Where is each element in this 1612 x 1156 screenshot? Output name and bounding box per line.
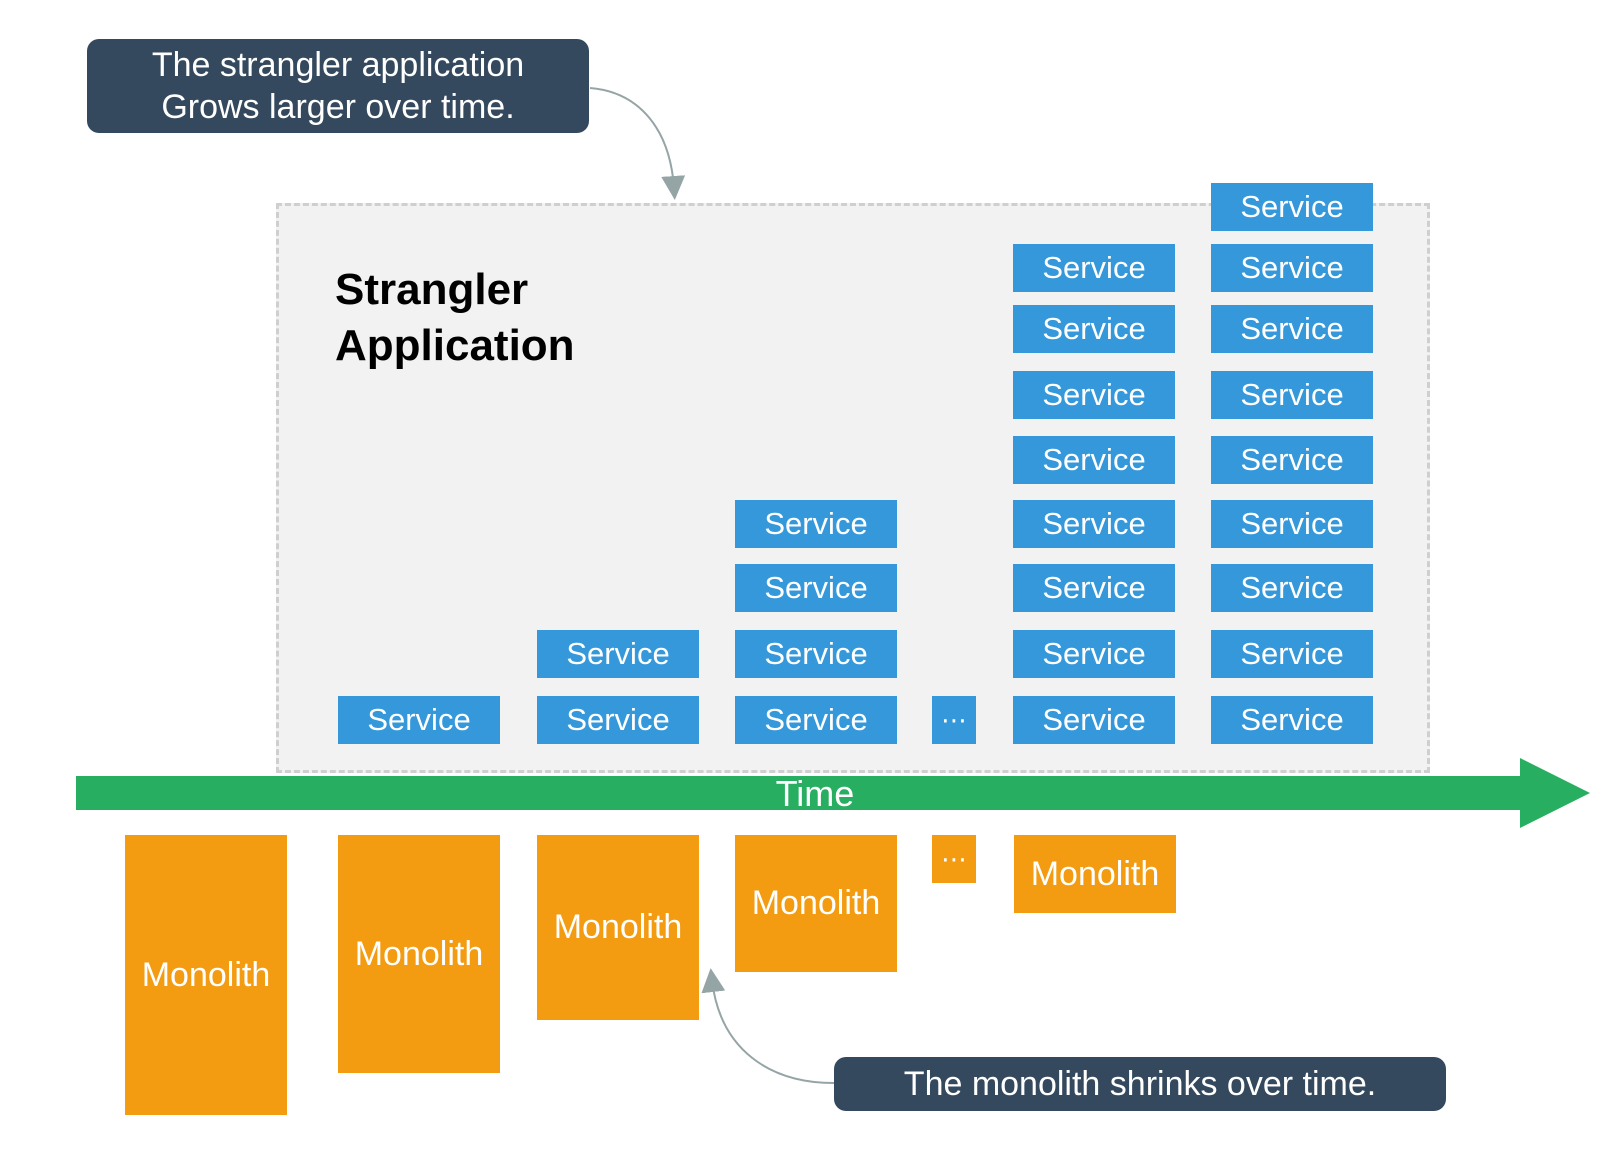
service-block: Service	[1211, 371, 1373, 419]
service-block: Service	[1013, 305, 1175, 353]
service-block: Service	[1211, 244, 1373, 292]
bottom-callout: The monolith shrinks over time.	[834, 1057, 1446, 1111]
time-arrow-shape	[76, 758, 1590, 828]
service-block: Service	[1013, 436, 1175, 484]
service-block: Service	[735, 696, 897, 744]
service-block: Service	[1211, 630, 1373, 678]
service-block: Service	[735, 564, 897, 612]
top-callout-connector	[589, 87, 686, 200]
top-callout-line: Grows larger over time.	[161, 88, 515, 126]
service-block: Service	[1013, 371, 1175, 419]
service-block: Service	[1013, 696, 1175, 744]
time-arrow	[76, 758, 1590, 828]
service-block: Service	[537, 630, 699, 678]
service-block: Service	[338, 696, 500, 744]
service-block: Service	[1013, 564, 1175, 612]
service-block: Service	[1013, 500, 1175, 548]
service-block: Service	[735, 630, 897, 678]
monolith-ellipsis: ⋯	[932, 835, 976, 883]
monolith-block: Monolith	[125, 835, 287, 1115]
strangler-application-box	[276, 203, 1430, 773]
top-callout: The strangler application Grows larger o…	[87, 39, 589, 133]
service-block: Service	[1211, 305, 1373, 353]
service-block: Service	[1013, 630, 1175, 678]
time-label: Time	[775, 773, 855, 814]
monolith-block: Monolith	[338, 835, 500, 1073]
title-line: Strangler	[335, 265, 529, 314]
service-block: Service	[1211, 564, 1373, 612]
service-ellipsis: ⋯	[932, 696, 976, 744]
monolith-block: Monolith	[1014, 835, 1176, 913]
service-block: Service	[1211, 183, 1373, 231]
bottom-callout-text: The monolith shrinks over time.	[903, 1065, 1377, 1103]
service-block: Service	[537, 696, 699, 744]
service-block: Service	[1211, 500, 1373, 548]
service-block: Service	[1211, 696, 1373, 744]
service-block: Service	[1013, 244, 1175, 292]
title-line: Application	[335, 321, 575, 370]
monolith-block: Monolith	[537, 835, 699, 1020]
strangler-application-title: Strangler Application	[335, 262, 575, 374]
service-block: Service	[735, 500, 897, 548]
bottom-callout-connector	[701, 968, 835, 1084]
monolith-block: Monolith	[735, 835, 897, 972]
top-callout-line: The strangler application	[151, 46, 525, 84]
service-block: Service	[1211, 436, 1373, 484]
